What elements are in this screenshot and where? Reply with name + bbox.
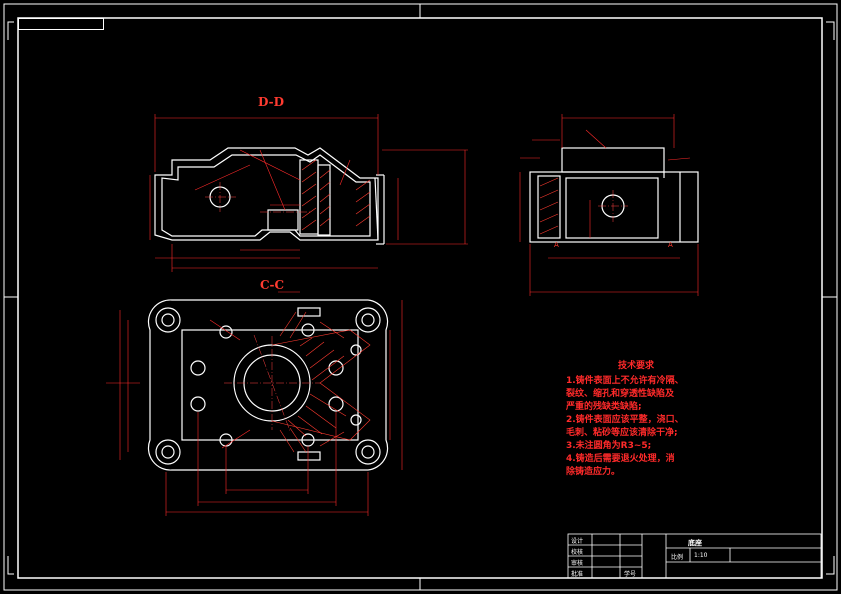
side-centerlines	[598, 190, 628, 222]
title-block-text: 设计 校核 审核 批准 学号 底座 比例 1:10	[568, 534, 821, 578]
tech-line-1: 1.铸件表面上不允许有冷隔、	[566, 376, 684, 386]
cc-outline	[147, 299, 389, 471]
tech-line-2: 裂纹、缩孔和穿透性缺陷及	[566, 389, 675, 399]
tech-line-4: 2.铸件表面应该平整，浇口、	[566, 415, 684, 425]
cc-hatch	[271, 311, 371, 453]
technical-requirements: 技术要求 1.铸件表面上不允许有冷隔、 裂纹、缩孔和穿透性缺陷及 严重的残缺类缺…	[566, 360, 706, 479]
side-outline	[529, 147, 699, 243]
side-marker-left: A	[554, 241, 559, 249]
tech-line-3: 严重的残缺类缺陷;	[566, 402, 642, 412]
tech-line-7: 4.铸造后需要退火处理，消	[566, 454, 675, 464]
tech-line-8: 除铸造应力。	[566, 467, 621, 477]
tb-sheet-label: 学号	[624, 571, 637, 578]
dd-centerlines	[205, 182, 310, 213]
dd-dimensions	[149, 114, 468, 272]
cc-dimensions	[106, 291, 403, 516]
tech-title: 技术要求	[617, 361, 654, 371]
tech-line-5: 毛刺、粘砂等应该清除干净;	[566, 428, 678, 438]
frame-corner-label	[18, 18, 104, 30]
dd-outline	[154, 147, 385, 245]
view-side: A A	[519, 114, 699, 296]
tb-scale-label: 比例	[671, 554, 684, 561]
tb-row-design: 设计	[571, 538, 584, 545]
side-marker-right: A	[668, 241, 673, 249]
tb-row-review: 审核	[571, 560, 584, 567]
sheet-frame	[3, 3, 838, 591]
tb-scale-value: 1:10	[694, 552, 708, 559]
view-dd: D-D	[149, 95, 468, 272]
cc-view-title: C-C	[260, 278, 284, 292]
side-hatch	[539, 177, 559, 235]
cc-centerlines	[224, 334, 320, 432]
dd-view-title: D-D	[258, 95, 284, 109]
title-block	[567, 533, 822, 579]
dd-hatch	[301, 159, 371, 231]
tb-row-check: 校核	[571, 549, 584, 556]
side-dimensions	[519, 114, 699, 296]
tech-line-6: 3.未注圆角为R3~5;	[566, 441, 652, 451]
tb-part-name: 底座	[688, 539, 702, 547]
tb-row-approve: 批准	[571, 571, 584, 578]
view-cc: C-C	[106, 278, 403, 516]
